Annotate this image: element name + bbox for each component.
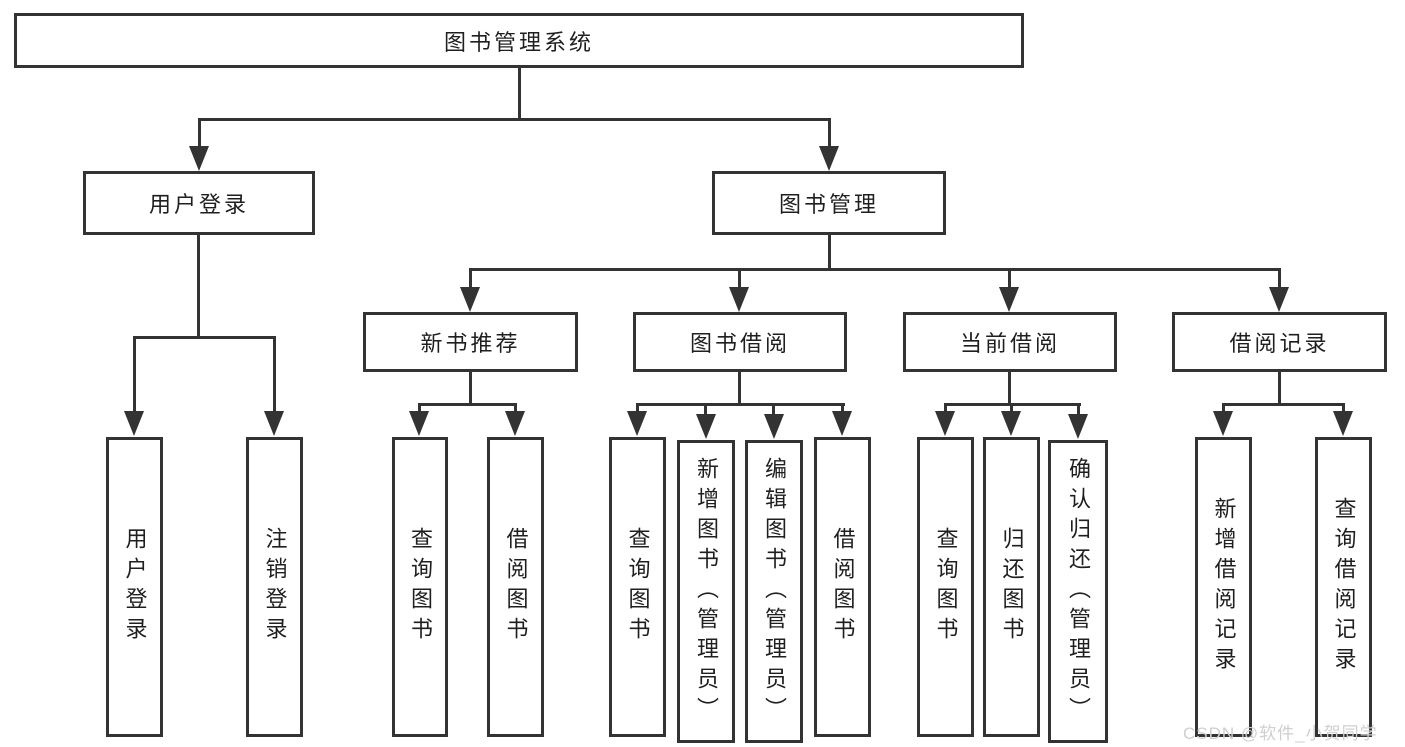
arrow-down-icon — [505, 411, 525, 436]
leaf-query-borrow-record: 查询借阅记录 — [1315, 437, 1372, 737]
connector-line — [1010, 403, 1013, 413]
leaf-label: 查询图书 — [625, 527, 651, 647]
leaf-borrow-books-borrow: 借阅图书 — [814, 437, 871, 737]
leaf-label: 用户登录 — [122, 527, 148, 647]
watermark: CSDN @软件_小贺同学 — [1183, 724, 1378, 743]
leaf-label: 编辑图书（管理员） — [762, 456, 787, 727]
leaf-logout: 注销登录 — [246, 437, 303, 737]
arrow-down-icon — [264, 411, 284, 436]
connector-line — [273, 336, 276, 412]
connector-line — [418, 403, 517, 406]
connector-line — [738, 372, 741, 405]
arrow-down-icon — [460, 287, 480, 312]
leaf-label: 借阅图书 — [503, 527, 529, 647]
connector-line — [1278, 372, 1281, 405]
connector-line — [198, 118, 201, 148]
arrow-down-icon — [696, 414, 716, 439]
connector-line — [1222, 403, 1225, 413]
arrow-down-icon — [1001, 411, 1021, 436]
arrow-down-icon — [1269, 287, 1289, 312]
leaf-user-login: 用户登录 — [106, 437, 163, 737]
leaf-label: 查询图书 — [933, 527, 959, 647]
connector-line — [772, 403, 775, 416]
leaf-return-books: 归还图书 — [983, 437, 1040, 737]
arrow-down-icon — [935, 411, 955, 436]
connector-line — [198, 118, 831, 121]
arrow-down-icon — [819, 146, 839, 171]
leaf-query-books-newrec: 查询图书 — [392, 437, 448, 737]
leaf-label: 归还图书 — [999, 527, 1025, 647]
leaf-add-books-admin: 新增图书（管理员） — [677, 440, 735, 743]
leaf-add-borrow-record: 新增借阅记录 — [1195, 437, 1252, 737]
arrow-down-icon — [124, 411, 144, 436]
connector-line — [133, 336, 276, 339]
connector-line — [636, 403, 639, 413]
connector-line — [469, 268, 472, 289]
connector-line — [636, 403, 845, 406]
leaf-label: 新增借阅记录 — [1211, 497, 1237, 677]
connector-line — [514, 403, 517, 413]
leaf-label: 查询借阅记录 — [1331, 497, 1357, 677]
connector-line — [738, 268, 741, 289]
leaf-query-books-borrow: 查询图书 — [609, 437, 666, 737]
connector-line — [704, 403, 707, 416]
connector-line — [1222, 403, 1345, 406]
arrow-down-icon — [1333, 411, 1353, 436]
arrow-down-icon — [189, 146, 209, 171]
leaf-confirm-return-admin: 确认归还（管理员） — [1048, 440, 1108, 743]
connector-line — [944, 403, 947, 413]
connector-line — [828, 118, 831, 148]
arrow-down-icon — [764, 414, 784, 439]
arrow-down-icon — [1068, 414, 1088, 439]
node-new-book-recommend: 新书推荐 — [363, 312, 578, 372]
connector-line — [418, 403, 421, 413]
leaf-label: 注销登录 — [262, 527, 288, 647]
leaf-label: 借阅图书 — [830, 527, 856, 647]
arrow-down-icon — [729, 287, 749, 312]
leaf-borrow-books-newrec: 借阅图书 — [487, 437, 544, 737]
connector-line — [133, 336, 136, 412]
arrow-down-icon — [999, 287, 1019, 312]
arrow-down-icon — [409, 411, 429, 436]
leaf-edit-books-admin: 编辑图书（管理员） — [745, 440, 803, 743]
connector-line — [1008, 372, 1011, 405]
connector-line — [841, 403, 844, 413]
leaf-label: 查询图书 — [408, 527, 433, 647]
node-book-management: 图书管理 — [712, 171, 946, 235]
connector-line — [197, 235, 200, 337]
connector-line — [1077, 403, 1080, 416]
arrow-down-icon — [627, 411, 647, 436]
leaf-label: 确认归还（管理员） — [1066, 456, 1091, 727]
connector-line — [1008, 268, 1011, 289]
leaf-query-books-current: 查询图书 — [917, 437, 974, 737]
node-library-system: 图书管理系统 — [14, 13, 1024, 68]
arrow-down-icon — [1213, 411, 1233, 436]
node-current-borrowing: 当前借阅 — [903, 312, 1117, 372]
arrow-down-icon — [832, 411, 852, 436]
connector-line — [469, 268, 1281, 271]
leaf-label: 新增图书（管理员） — [694, 456, 719, 727]
node-borrowing-records: 借阅记录 — [1172, 312, 1387, 372]
connector-line — [469, 372, 472, 405]
connector-line — [518, 68, 521, 119]
connector-line — [828, 235, 831, 271]
connector-line — [1278, 268, 1281, 289]
connector-line — [1342, 403, 1345, 413]
node-book-borrowing: 图书借阅 — [633, 312, 847, 372]
node-user-login: 用户登录 — [83, 171, 315, 235]
